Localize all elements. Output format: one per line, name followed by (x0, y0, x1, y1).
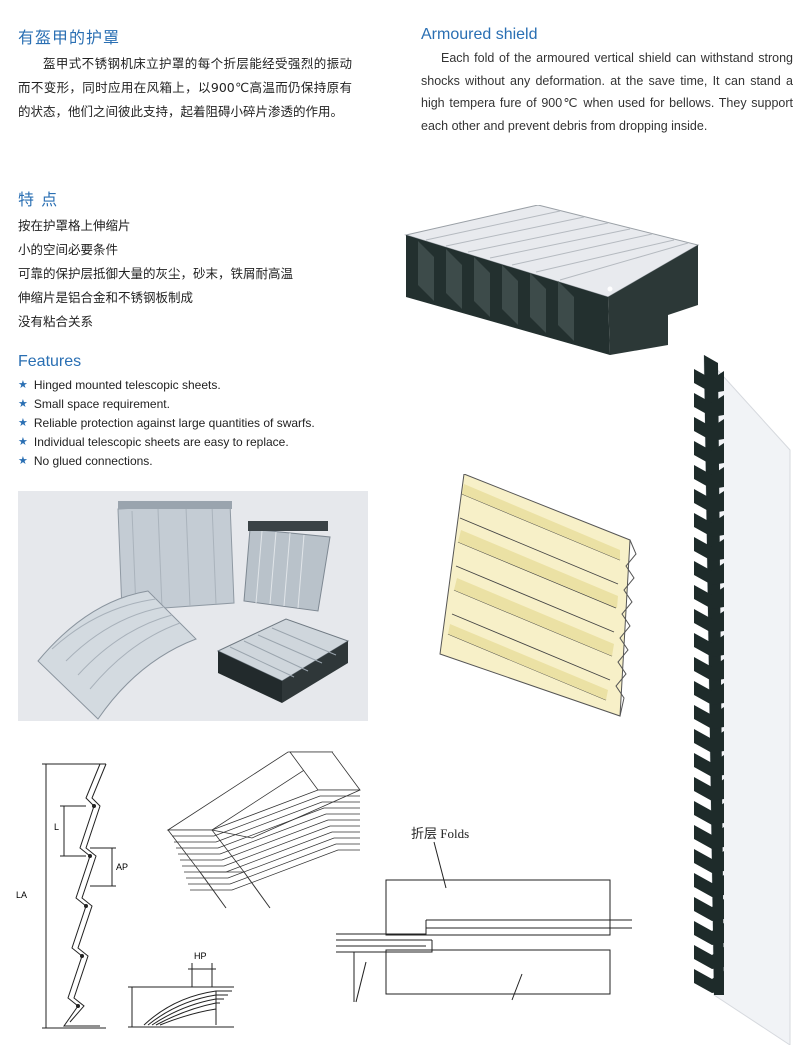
star-icon: ★ (18, 455, 28, 467)
fold-tooth (694, 489, 724, 513)
dim-la-label: LA (16, 890, 27, 900)
folds-section-diagram (336, 841, 632, 1003)
list-item: 按在护罩格上伸缩片 (18, 218, 131, 233)
hp-diagram: HP (128, 951, 234, 1028)
fold-tooth (694, 657, 724, 681)
folds-label: 折层 Folds (411, 826, 470, 841)
dim-l-label: L (54, 822, 59, 832)
fold-tooth (694, 753, 724, 777)
fold-tooth (694, 537, 724, 561)
fold-tooth (694, 777, 724, 801)
intro-en: Each fold of the armoured vertical shiel… (421, 51, 793, 133)
list-item: ★Small space requirement. (18, 395, 368, 414)
fold-tooth (694, 417, 724, 441)
dim-hp-label: HP (194, 951, 207, 961)
armoured-shield-photo (404, 205, 700, 355)
fold-tooth (694, 945, 724, 969)
list-item: 小的空间必要条件 (18, 242, 119, 257)
list-item: ★Individual telescopic sheets are easy t… (18, 433, 368, 452)
fold-tooth (694, 513, 724, 537)
folded-sheets-diagram (439, 474, 637, 717)
fold-tooth (694, 633, 724, 657)
list-item: ★Hinged mounted telescopic sheets. (18, 376, 368, 395)
stacked-frame-diagram (166, 751, 361, 909)
list-item: 伸缩片是铝合金和不锈钢板制成 (18, 290, 194, 305)
list-item: 可靠的保护层抵御大量的灰尘，砂末，铁屑耐高温 (18, 266, 294, 281)
intro-cn: 盔甲式不锈钢机床立护罩的每个折层能经受强烈的振动而不变形，同时应用在风箱上，以9… (18, 56, 352, 119)
aluminium-covers-photo (18, 491, 368, 721)
dimension-diagram: L AP LA (16, 763, 128, 1029)
fold-tooth (694, 921, 724, 945)
features-list-en: ★Hinged mounted telescopic sheets. ★Smal… (18, 376, 368, 471)
fold-tooth (694, 681, 724, 705)
list-item: ★No glued connections. (18, 452, 368, 471)
features-title-en: Features (18, 353, 82, 370)
dim-ap-label: AP (116, 862, 128, 872)
fold-tooth (694, 873, 724, 897)
features-title-cn: 特 点 (18, 190, 59, 209)
star-icon: ★ (18, 436, 28, 448)
fold-tooth (694, 465, 724, 489)
fold-tooth (694, 441, 724, 465)
fold-tooth (694, 369, 724, 393)
fold-tooth (694, 897, 724, 921)
fold-tooth (694, 849, 724, 873)
fold-tooth (694, 393, 724, 417)
list-item: ★Reliable protection against large quant… (18, 414, 368, 433)
fold-tooth (694, 609, 724, 633)
fold-tooth (694, 825, 724, 849)
fold-tooth (694, 801, 724, 825)
star-icon: ★ (18, 417, 28, 429)
star-icon: ★ (18, 398, 28, 410)
list-item: 没有粘合关系 (18, 314, 94, 329)
fold-tooth (694, 969, 724, 993)
title-en: Armoured shield (421, 26, 538, 43)
vertical-shield-photo (694, 355, 791, 1045)
fold-tooth (694, 729, 724, 753)
features-list-cn: 按在护罩格上伸缩片 小的空间必要条件 可靠的保护层抵御大量的灰尘，砂末，铁屑耐高… (18, 214, 358, 334)
fold-tooth (694, 585, 724, 609)
fold-tooth (694, 561, 724, 585)
star-icon: ★ (18, 379, 28, 391)
title-cn: 有盔甲的护罩 (18, 28, 121, 47)
fold-tooth (694, 705, 724, 729)
